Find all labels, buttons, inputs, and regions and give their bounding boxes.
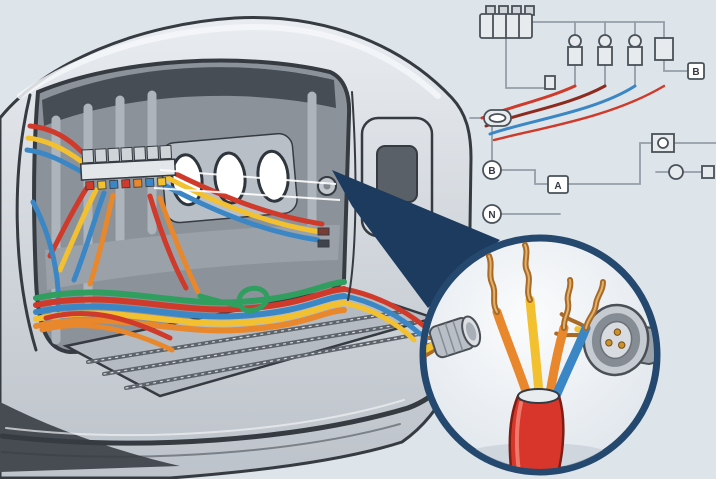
hull-top-highlight — [17, 23, 441, 99]
harness-wire — [341, 293, 423, 337]
harness-wire — [71, 190, 107, 283]
harness-wire — [25, 135, 85, 165]
harness-wire — [165, 167, 325, 227]
cable-wire-blue — [551, 323, 591, 401]
harness-wire — [87, 192, 116, 287]
cable-cross-section — [517, 388, 560, 404]
label-n: N — [488, 210, 495, 221]
green-service-loop — [236, 285, 270, 314]
harness-wire — [341, 300, 417, 343]
schematic-wire — [492, 84, 666, 142]
harness-wire — [24, 147, 85, 175]
seat-rail — [102, 320, 418, 376]
harness-wire — [57, 187, 99, 273]
fuselage-cutaway — [0, 16, 473, 479]
circular-connector — [554, 303, 654, 377]
harness-wire — [157, 195, 201, 295]
harness-wire — [165, 175, 323, 235]
harness-wire — [147, 193, 189, 291]
harness-wire — [341, 286, 427, 329]
schematic-fuse — [544, 75, 556, 90]
wire-harnesses — [24, 123, 427, 353]
gold-contact — [605, 339, 613, 347]
schematic-connector-block — [479, 5, 535, 39]
cable-wire-yellow — [525, 295, 544, 399]
schematic-label-n-circle: N — [482, 204, 502, 224]
panel-seam — [347, 91, 357, 301]
harness-wire — [33, 286, 347, 313]
harness-wire — [39, 323, 175, 353]
label-b-right: B — [692, 67, 699, 78]
left-cut-edge — [15, 93, 38, 352]
harness-wire — [33, 307, 347, 334]
schematic-label-b-box: B — [687, 62, 705, 80]
gold-contact — [618, 341, 626, 349]
schematic-label-b-circle: B — [482, 160, 502, 180]
schematic-wire — [488, 84, 637, 136]
keel-highlight — [5, 399, 405, 437]
interior-roof-band — [42, 67, 336, 126]
cable-wire-orange2 — [545, 323, 569, 399]
harness-wire — [197, 293, 243, 309]
sidewall-panel — [45, 225, 340, 290]
callout-lines — [153, 169, 341, 201]
schematic-component-box — [654, 37, 674, 61]
stripped-cable — [486, 242, 606, 469]
cable-wires — [492, 295, 591, 401]
wiring-schematic: B B A N — [469, 5, 716, 224]
schematic-relay — [627, 34, 643, 66]
seat-rail-holes — [87, 311, 431, 389]
panel-line — [1, 423, 401, 458]
schematic-motor — [668, 164, 715, 180]
schematic-relay — [597, 34, 613, 66]
harness-wire — [27, 123, 85, 155]
label-a: A — [554, 181, 561, 192]
gold-contact — [613, 328, 622, 336]
label-b-left: B — [488, 166, 495, 177]
harness-wire — [163, 183, 321, 243]
vent-slot — [317, 239, 330, 248]
magnified-inset — [419, 234, 661, 476]
vent-slot — [317, 227, 330, 236]
copper-tips — [486, 242, 606, 331]
harness-wire — [33, 293, 347, 320]
seat-rail — [86, 310, 402, 364]
cabin-floor — [62, 286, 439, 398]
schematic-relay — [567, 34, 583, 66]
schematic-oval-connector — [483, 109, 512, 127]
schematic-indicator — [651, 133, 675, 153]
cable-wire-orange — [492, 307, 532, 399]
cable-highlight — [514, 401, 523, 469]
junction-terminal-block — [79, 144, 177, 191]
harness-wire — [43, 311, 173, 341]
ferrule-connector — [426, 315, 482, 368]
schematic-label-a-box: A — [547, 175, 569, 194]
